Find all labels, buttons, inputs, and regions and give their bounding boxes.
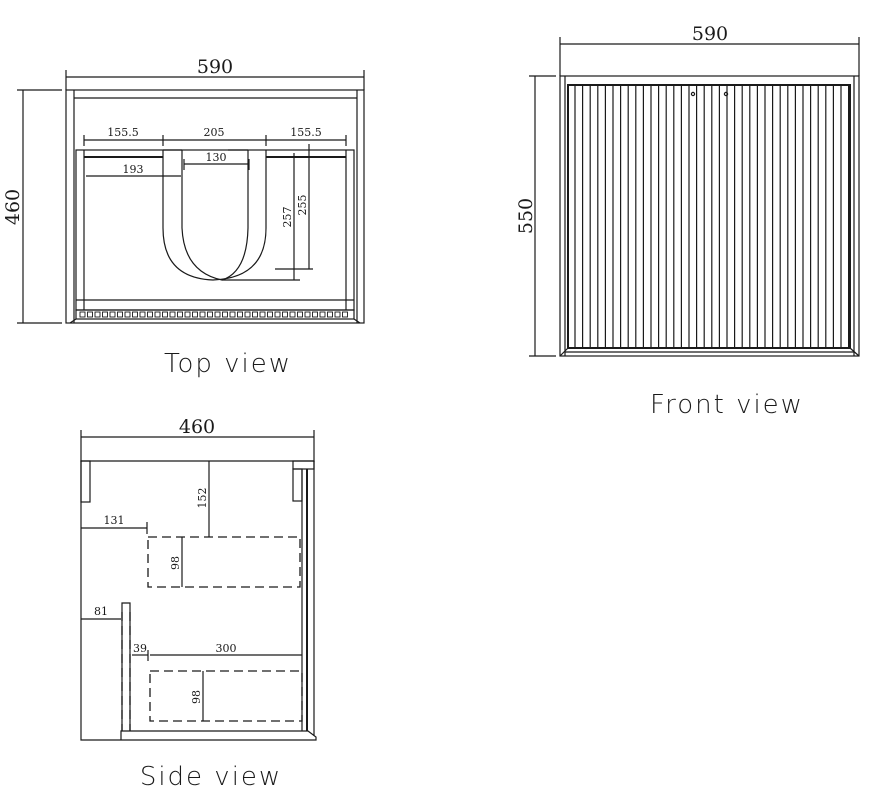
drawer2-height-label: 98 bbox=[190, 690, 203, 704]
top-view-caption: Top view bbox=[164, 349, 292, 379]
side-view-depth-label: 460 bbox=[179, 416, 215, 438]
drawer1-height-label: 98 bbox=[169, 556, 182, 570]
drawer1-front-offset-label: 131 bbox=[104, 514, 125, 527]
door-knobs bbox=[690, 91, 729, 97]
top-view-depth-dimension: 460 bbox=[2, 89, 62, 324]
front-view-height-label: 550 bbox=[515, 198, 537, 234]
side-view: 460 152 131 98 81 39 300 bbox=[80, 416, 317, 792]
right-door-knob-icon bbox=[723, 91, 729, 97]
front-view: 590 550 Front view bbox=[515, 23, 860, 420]
drawer2-depth-label: 300 bbox=[216, 642, 237, 655]
top-view-grille bbox=[69, 309, 361, 324]
basin-depth-outer-label: 257 bbox=[281, 207, 294, 228]
basin-inner-width-label: 130 bbox=[206, 151, 227, 164]
front-view-caption: Front view bbox=[650, 390, 804, 420]
front-view-width-label: 590 bbox=[692, 23, 728, 45]
drawer2-front-offset-label: 39 bbox=[133, 642, 147, 655]
top-view-width-dimension: 590 bbox=[65, 56, 365, 90]
upper-drawer-outline bbox=[147, 536, 301, 588]
front-view-height-dimension: 550 bbox=[515, 75, 556, 357]
top-view-depth-label: 460 bbox=[2, 189, 24, 225]
fluted-door-panels bbox=[574, 86, 850, 347]
top-view-width-label: 590 bbox=[197, 56, 233, 78]
lower-drawer-outline bbox=[149, 670, 303, 722]
panel-offset-label: 81 bbox=[94, 605, 108, 618]
drawer1-top-offset-label: 152 bbox=[196, 488, 209, 509]
offset-to-basin-label: 193 bbox=[123, 163, 144, 176]
right-top-width-label: 155.5 bbox=[290, 126, 322, 139]
top-view-segment-dimensions: 155.5 205 155.5 bbox=[83, 126, 347, 146]
front-view-width-dimension: 590 bbox=[559, 23, 860, 76]
basin-depth-inner-label: 255 bbox=[296, 195, 309, 216]
left-door-knob-icon bbox=[690, 91, 696, 97]
basin-cutout-width-label: 205 bbox=[204, 126, 225, 139]
side-view-depth-dimension: 460 bbox=[80, 416, 315, 462]
basin-outline bbox=[162, 149, 267, 281]
top-view: 590 460 155.5 205 155.5 bbox=[2, 56, 365, 379]
left-top-width-label: 155.5 bbox=[107, 126, 139, 139]
side-view-caption: Side view bbox=[140, 762, 282, 792]
